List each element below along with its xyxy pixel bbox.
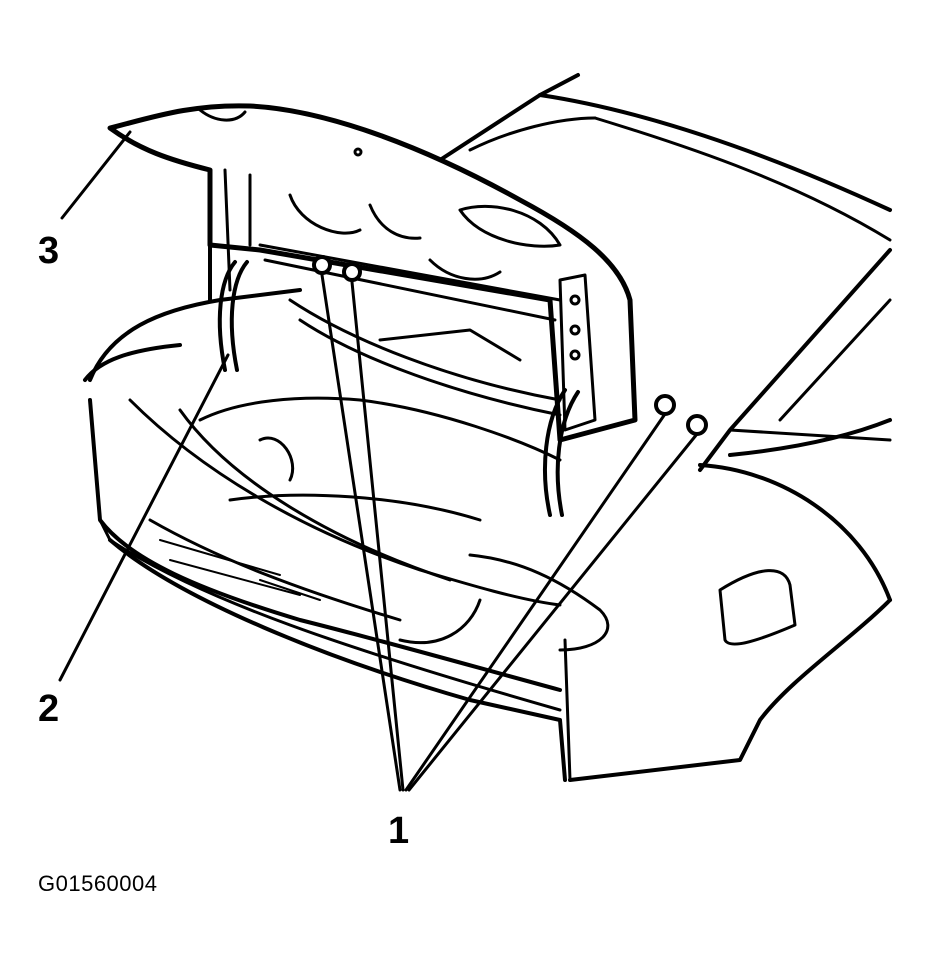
callout-2: 2	[38, 688, 60, 730]
callout-3: 3	[38, 230, 60, 272]
trunk-opening	[83, 288, 610, 782]
trunk-lid	[107, 103, 638, 443]
car-body	[438, 73, 892, 782]
leader-lines	[58, 130, 699, 792]
callout-1: 1	[388, 810, 410, 852]
hinge-straps	[217, 260, 580, 517]
figure-id: G01560004	[38, 871, 158, 896]
